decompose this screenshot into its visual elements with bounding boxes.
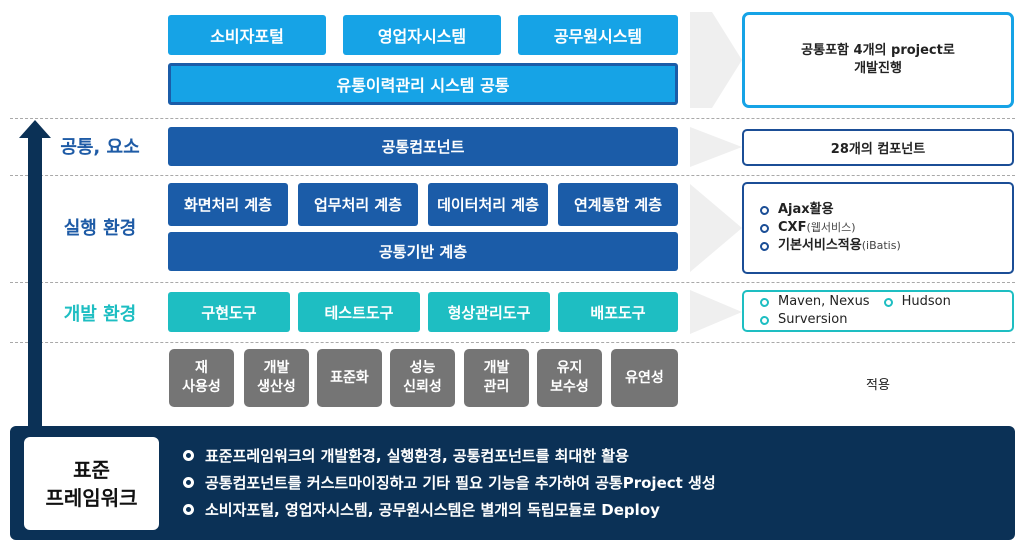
common-system-bar: 유통이력관리 시스템 공통 [168,63,678,105]
runtime-base-layer-bar: 공통기반 계층 [168,232,678,271]
row-label-runtime: 실행 환경 [63,218,137,239]
runtime-note-sub: (웹서비스) [806,221,856,234]
runtime-layer-business: 업무처리 계층 [298,183,418,226]
runtime-layer-presentation: 화면처리 계층 [168,183,288,226]
framework-point-text: 소비자포털, 영업자시스템, 공무원시스템은 별개의 독립모듈로 Deploy [205,501,660,519]
framework-point: 공통컴포넌트를 커스트마이징하고 기타 필요 기능을 추가하여 공통Projec… [183,472,1003,493]
framework-banner [10,426,1015,540]
dev-tool-config: 형상관리도구 [428,292,550,332]
dev-tool-implementation: 구현도구 [168,292,290,332]
separator-1 [10,118,1015,119]
note-component-count: 28개의 컴포넌트 [742,129,1014,166]
chevron-top [690,12,742,108]
quality-maintainability: 유지 보수성 [537,349,602,407]
quality-performance: 성능 신뢰성 [390,349,455,407]
runtime-note-main: 기본서비스적용 [778,238,862,253]
separator-3 [10,282,1015,283]
dev-note-row: Maven, Nexus Hudson [760,293,951,311]
app-box-official-system: 공무원시스템 [518,15,678,55]
bullet-ring-icon [760,241,769,251]
common-component-bar: 공통컴포넌트 [168,127,678,166]
note-project-line1: 공통포함 4개의 project로 [801,43,955,58]
framework-point: 소비자포털, 영업자시스템, 공무원시스템은 별개의 독립모듈로 Deploy [183,499,1003,520]
runtime-note-item: Ajax활용 [760,201,834,219]
bullet-ring-icon [760,315,769,325]
bullet-ring-icon [760,297,769,307]
bullet-ring-icon [183,504,194,515]
bullet-ring-icon [760,205,769,215]
chevron-3 [690,184,742,272]
framework-point-text: 표준프레임워크의 개발환경, 실행환경, 공통컴포넌트를 최대한 활용 [205,447,629,465]
bullet-ring-icon [883,297,893,307]
chevron-4 [690,290,742,334]
runtime-note-item: 기본서비스적용(iBatis) [760,237,901,255]
bullet-ring-icon [183,450,194,461]
app-box-business-system: 영업자시스템 [343,15,501,55]
separator-2 [10,175,1015,176]
dev-note-maven: Maven, Nexus [778,294,870,309]
framework-title-line1: 표준 [73,457,110,482]
bullet-ring-icon [183,477,194,488]
upward-arrowhead-icon [19,120,51,138]
quality-management: 개발 관리 [464,349,529,407]
runtime-layer-integration: 연계통합 계층 [558,183,678,226]
runtime-layer-data: 데이터처리 계층 [428,183,548,226]
quality-reusability: 재 사용성 [169,349,234,407]
note-runtime-details: Ajax활용 CXF (웹서비스) 기본서비스적용(iBatis) [742,182,1014,274]
bullet-ring-icon [760,223,769,233]
row-label-dev: 개발 환경 [63,304,137,325]
dev-note-row: Surversion [760,311,847,329]
app-box-consumer-portal: 소비자포털 [168,15,326,55]
separator-4 [10,342,1015,343]
chevron-2 [690,127,742,167]
framework-point-text: 공통컴포넌트를 커스트마이징하고 기타 필요 기능을 추가하여 공통Projec… [205,474,716,492]
quality-standardization: 표준화 [317,349,382,407]
framework-points: 표준프레임워크의 개발환경, 실행환경, 공통컴포넌트를 최대한 활용 공통컴포… [183,445,1003,526]
note-dev-tools: Maven, Nexus Hudson Surversion [742,290,1014,332]
row-label-common: 공통, 요소 [60,137,140,158]
note-project-count: 공통포함 4개의 project로 개발진행 [742,12,1014,108]
note-apply: 적용 [866,378,890,393]
runtime-note-main: CXF [778,220,807,235]
runtime-note-item: CXF (웹서비스) [760,219,856,237]
runtime-note-sub: (iBatis) [861,239,901,252]
framework-title-box: 표준 프레임워크 [24,437,159,530]
framework-title-line2: 프레임워크 [45,485,138,510]
runtime-note-main: Ajax활용 [778,202,834,217]
upward-arrow-shaft [28,134,42,434]
dev-note-hudson: Hudson [901,294,951,309]
quality-productivity: 개발 생산성 [244,349,309,407]
dev-note-subversion: Surversion [778,312,848,327]
note-project-line2: 개발진행 [854,61,902,76]
quality-flexibility: 유연성 [611,349,678,407]
dev-tool-test: 테스트도구 [298,292,420,332]
framework-point: 표준프레임워크의 개발환경, 실행환경, 공통컴포넌트를 최대한 활용 [183,445,1003,466]
dev-tool-deploy: 배포도구 [558,292,678,332]
